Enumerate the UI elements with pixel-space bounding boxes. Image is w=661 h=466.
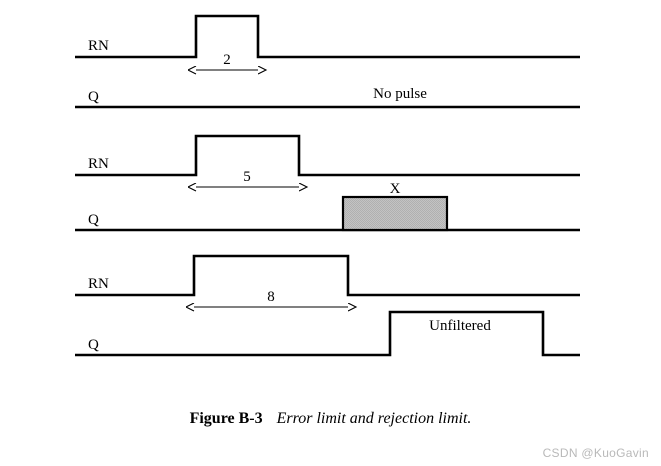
figure-caption-title: Error limit and rejection limit. — [276, 410, 472, 427]
signal-label-q-3: Q — [88, 337, 99, 353]
waveform-group-case-8: RN 8 Q Unfiltered — [75, 254, 580, 357]
dimension-label-5: 5 — [243, 169, 251, 185]
signal-label-q-1: Q — [88, 89, 99, 105]
signal-label-rn-1: RN — [88, 38, 109, 54]
waveform-group-case-5: RN 5 Q X — [75, 134, 580, 232]
dimension-5: 5 — [196, 169, 299, 187]
waveform-rn-2 — [75, 134, 580, 177]
dimension-label-8: 8 — [267, 289, 275, 305]
figure-caption-label: Figure B-3 — [189, 410, 263, 427]
uncertainty-box-x — [341, 195, 449, 232]
dimension-label-2: 2 — [223, 52, 231, 68]
dimension-2: 2 — [196, 52, 258, 70]
signal-label-rn-3: RN — [88, 276, 109, 292]
annotation-unfiltered: Unfiltered — [429, 318, 491, 334]
signal-label-rn-2: RN — [88, 156, 109, 172]
waveform-q-3 — [75, 310, 580, 357]
waveform-rn-3 — [75, 254, 580, 297]
annotation-no-pulse: No pulse — [373, 86, 427, 102]
signal-label-q-2: Q — [88, 212, 99, 228]
waveform-group-case-2: RN 2 Q No pulse — [75, 14, 580, 109]
waveform-rn-1 — [75, 14, 580, 59]
annotation-x: X — [390, 181, 401, 197]
figure-caption: Figure B-3 Error limit and rejection limi… — [0, 410, 661, 428]
watermark: CSDN @KuoGavin — [542, 446, 649, 460]
dimension-8: 8 — [194, 289, 348, 307]
